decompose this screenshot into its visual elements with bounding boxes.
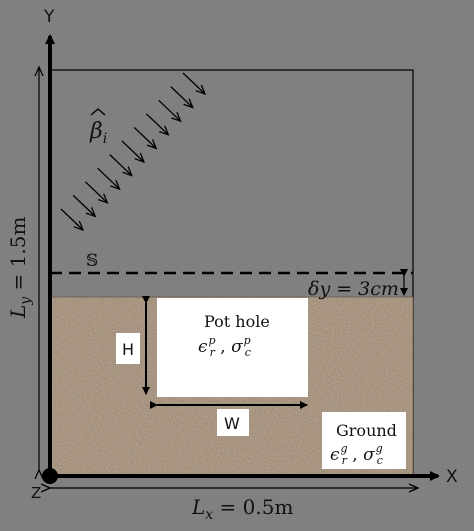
- ly-symbol: L: [6, 305, 30, 319]
- incident-arrow: [170, 86, 193, 108]
- ground-sigma-sub: c: [377, 454, 383, 467]
- y-axis-label: Y: [43, 7, 55, 27]
- ground-eps: ϵ: [330, 445, 340, 465]
- ground-label-box: [322, 412, 406, 469]
- lx-value: = 0.5m: [213, 495, 293, 519]
- dy-symbol: δy: [308, 278, 330, 300]
- ground-sigma-sup: g: [376, 442, 383, 455]
- pothole-eps-sup: p: [209, 334, 216, 347]
- ground-sep: ,: [347, 445, 363, 465]
- pothole-sigma: σ: [231, 337, 243, 357]
- dy-value: = 3cm: [330, 278, 399, 300]
- surface-label: 𝕊: [86, 251, 98, 271]
- ground-title: Ground: [336, 421, 397, 440]
- pothole-sigma-sub: c: [245, 346, 251, 359]
- pothole-title: Pot hole: [204, 312, 270, 331]
- incident-arrow: [158, 99, 181, 121]
- lx-label: Lx = 0.5m: [191, 495, 293, 523]
- ly-sub: y: [18, 296, 34, 306]
- ground-eps-sub: r: [342, 454, 348, 467]
- incident-symbol: β: [89, 119, 103, 144]
- w-label-box: [217, 409, 249, 436]
- w-label: W: [224, 414, 240, 433]
- lx-symbol: L: [191, 495, 205, 519]
- incident-arrow: [133, 126, 156, 148]
- ground-eps-sup: g: [341, 442, 348, 455]
- pothole-sep: ,: [215, 337, 231, 357]
- incident-arrow: [182, 72, 205, 94]
- incident-arrow: [109, 154, 132, 176]
- incident-arrow: [121, 140, 144, 162]
- incident-arrow: [84, 181, 107, 203]
- incident-sub: i: [103, 131, 107, 147]
- incident-arrow: [145, 113, 168, 135]
- z-axis-label: Z: [31, 484, 41, 502]
- ly-label: Ly = 1.5m: [6, 217, 34, 319]
- incident-label: βi: [89, 119, 107, 147]
- incident-arrow: [60, 208, 83, 230]
- pothole-eps: ϵ: [198, 337, 208, 357]
- incident-hat-icon: [90, 108, 106, 116]
- h-label: H: [122, 340, 134, 359]
- origin-dot: [42, 468, 58, 484]
- incident-wave-arrows: [60, 72, 205, 230]
- ly-value: = 1.5m: [6, 217, 30, 297]
- pothole-sigma-sup: p: [244, 334, 251, 347]
- lx-sub: x: [205, 507, 213, 523]
- incident-arrow: [72, 194, 95, 216]
- dy-label: δy = 3cm: [308, 278, 399, 300]
- incident-arrow: [97, 167, 120, 189]
- h-label-box: [116, 333, 140, 364]
- x-axis-label: X: [446, 467, 458, 487]
- pothole-eps-sub: r: [210, 346, 216, 359]
- pothole-box: [157, 298, 308, 397]
- ground-sigma: σ: [363, 445, 375, 465]
